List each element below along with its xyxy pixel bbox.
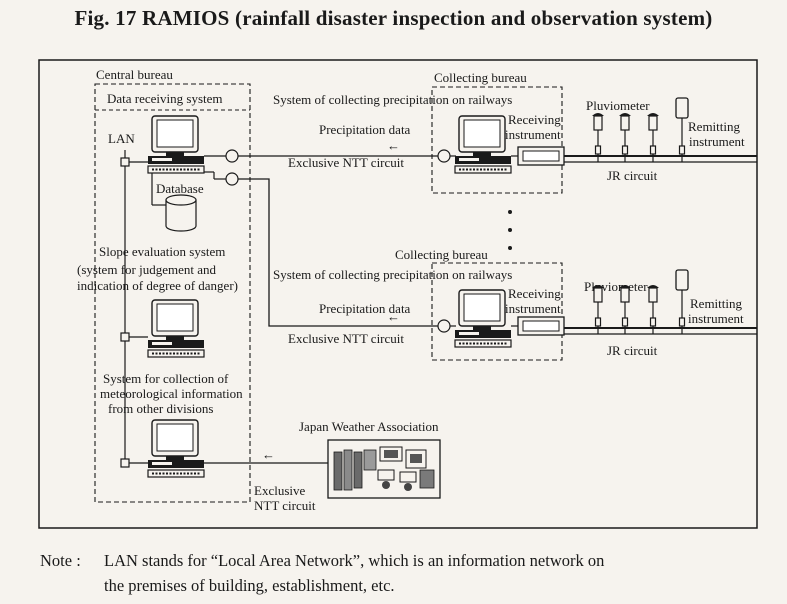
lan-node-3	[120, 458, 130, 468]
remitting-1-label-2: instrument	[689, 134, 745, 149]
slope-label-2: (system for judgement and	[77, 262, 216, 277]
remitting-2-label-2: instrument	[688, 311, 744, 326]
pluviometer-icon	[618, 284, 632, 327]
ellipsis-dot	[508, 210, 512, 214]
bureau-1-computer-icon	[454, 115, 512, 174]
arrow-2: ←	[387, 309, 400, 324]
arrow-1: ←	[387, 138, 400, 153]
central-bureau-label: Central bureau	[96, 67, 173, 82]
collecting-bureau-1-label: Collecting bureau	[434, 70, 527, 85]
precip-2-label: Precipitation data	[319, 301, 411, 316]
receiving-instrument-2-icon	[517, 316, 565, 336]
met-label-2: meteorological information	[100, 386, 243, 401]
database-icon	[165, 194, 197, 232]
meteorological-computer-icon	[147, 419, 205, 478]
modem-icon	[225, 172, 239, 186]
jr-1-label: JR circuit	[607, 168, 658, 183]
pluviometer-icon	[591, 112, 605, 155]
slope-label-1: Slope evaluation system	[99, 244, 225, 259]
pluviometer-icon	[591, 284, 605, 327]
met-label-3: from other divisions	[108, 401, 213, 416]
figure-title: Fig. 17 RAMIOS (rainfall disaster inspec…	[74, 6, 713, 30]
jwa-label: Japan Weather Association	[299, 419, 439, 434]
ntt-1-label: Exclusive NTT circuit	[288, 155, 404, 170]
collecting-bureau-2-box	[431, 262, 563, 361]
pluviometer-icon	[646, 112, 660, 155]
receiving-1-label-1: Receiving	[508, 112, 561, 127]
bureau-2-computer-icon	[454, 289, 512, 348]
outer-frame	[38, 59, 758, 529]
note-line-1: LAN stands for “Local Area Network”, whi…	[104, 551, 605, 570]
ntt-line-2	[238, 178, 438, 327]
modem-icon	[225, 149, 239, 163]
lan-node-2	[120, 332, 130, 342]
database-label: Database	[156, 181, 204, 196]
modem-icon	[437, 319, 451, 333]
collecting-bureau-2-label: Collecting bureau	[395, 247, 488, 262]
jwa-ntt-label-1: Exclusive	[254, 483, 305, 498]
remitting-1-label-1: Remitting	[688, 119, 741, 134]
met-label-1: System for collection of	[103, 371, 229, 386]
receiving-2-label-1: Receiving	[508, 286, 561, 301]
remitting-instrument-icon	[675, 97, 689, 155]
ellipsis-dot	[508, 228, 512, 232]
jwa-ntt-label-2: NTT circuit	[254, 498, 316, 513]
lan-label: LAN	[108, 131, 135, 146]
remitting-instrument-icon	[675, 269, 689, 327]
slope-label-3: indication of degree of danger)	[77, 278, 238, 293]
ntt-2-label: Exclusive NTT circuit	[288, 331, 404, 346]
receiving-1-label-2: instrument	[505, 127, 561, 142]
pluviometer-icon	[646, 284, 660, 327]
note-label: Note :	[40, 551, 81, 570]
pluviometer-icon	[618, 112, 632, 155]
note-line-2: the premises of building, establishment,…	[104, 576, 395, 595]
collecting-bureau-1-box	[431, 86, 563, 194]
jwa-equipment-icon	[333, 446, 435, 491]
remitting-2-label-1: Remitting	[690, 296, 743, 311]
system-2-label: System of collecting precipitation on ra…	[273, 267, 512, 282]
jr-2-label: JR circuit	[607, 343, 658, 358]
pluviometer-1-label: Pluviometer	[586, 98, 650, 113]
central-bureau-box	[94, 83, 251, 503]
data-receiving-computer-icon	[147, 115, 205, 174]
receiving-instrument-1-icon	[517, 146, 565, 166]
system-1-label: System of collecting precipitation on ra…	[273, 92, 512, 107]
receiving-2-label-2: instrument	[505, 301, 561, 316]
slope-computer-icon	[147, 299, 205, 358]
precip-1-label: Precipitation data	[319, 122, 411, 137]
arrow-3: ←	[262, 447, 275, 462]
ellipsis-dot	[508, 246, 512, 250]
modem-icon	[437, 149, 451, 163]
data-receiving-label: Data receiving system	[107, 91, 223, 106]
lan-node-1	[120, 157, 130, 167]
